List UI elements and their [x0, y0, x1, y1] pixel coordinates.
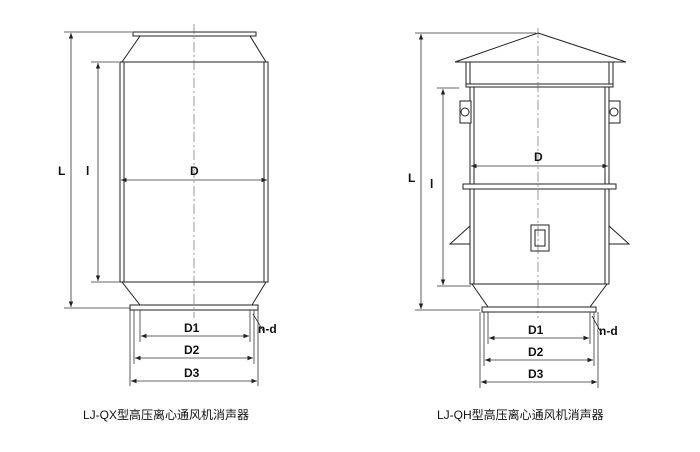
qx-dim-d2-label: D2: [184, 343, 200, 357]
qh-dim-l-total-label: L: [408, 171, 415, 185]
qh-lifting-lug-left: [459, 100, 472, 124]
qh-caption: LJ-QH型高压离心通风机消声器: [437, 407, 604, 422]
qh-middle-flange: [462, 183, 617, 190]
qh-dim-l-body-label: l: [430, 177, 433, 191]
silencer-qh-drawing: D L l D1 D2 D3 n-d LJ-QH型高压离心通风机消声器: [408, 28, 631, 422]
qh-dim-d3-label: D3: [528, 367, 544, 381]
qx-dim-d-label: D: [190, 164, 199, 178]
qh-inspection-door: [530, 224, 550, 252]
qh-dim-d1-label: D1: [528, 323, 544, 337]
qx-nd-label: n-d: [258, 322, 277, 336]
qh-bottom-flange: [481, 306, 597, 313]
qh-hood-skirt: [465, 61, 614, 85]
qh-support-bracket-left: [448, 224, 471, 245]
qx-dim-d1-label: D1: [184, 321, 200, 335]
qh-upper-body: [469, 86, 610, 185]
qh-lifting-lug-right: [608, 100, 621, 124]
qx-nd-leader: [252, 313, 265, 333]
qh-bottom-transition: [471, 283, 608, 308]
qx-top-flange: [132, 31, 257, 37]
qx-dim-l-body-label: l: [86, 164, 89, 178]
qh-nd-leader: [591, 315, 603, 335]
qh-dim-d-label: D: [534, 150, 543, 164]
qh-nd-label: n-d: [599, 324, 618, 338]
silencer-qx-drawing: D L l D1 D2 D3 n-d LJ-QX型高压离心通风机消声器: [58, 24, 277, 422]
qh-hood-roof: [454, 32, 627, 63]
qh-support-bracket-right: [608, 224, 631, 245]
qx-dim-l-total-label: L: [58, 164, 65, 178]
qh-dim-d2-label: D2: [528, 345, 544, 359]
qx-caption: LJ-QX型高压离心通风机消声器: [83, 407, 249, 422]
qx-dim-d3-label: D3: [184, 366, 200, 380]
